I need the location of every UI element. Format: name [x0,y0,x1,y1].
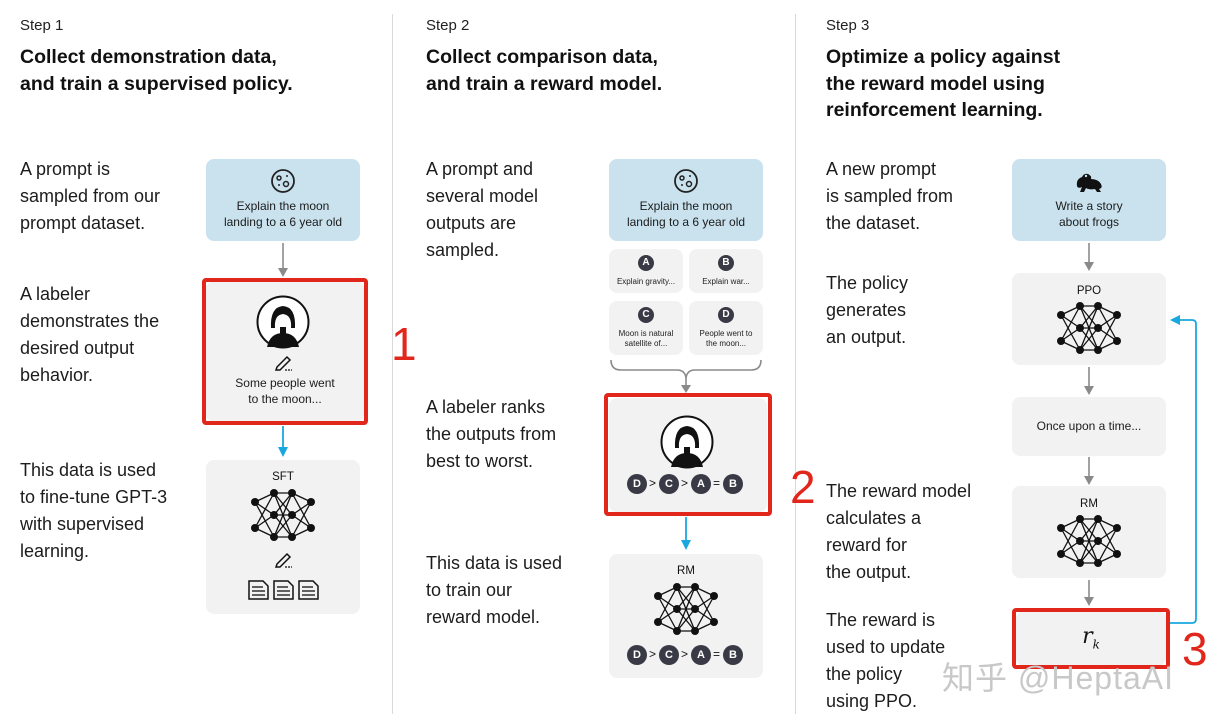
neural-network-icon [251,489,315,541]
moon-icon [271,169,295,193]
ppo-policy-box: PPO [1012,273,1166,365]
reward-symbol: rk [1082,624,1100,652]
watermark: 知乎 @HeptaAI [942,660,1175,696]
arrow-down-icon [1084,367,1094,395]
annotation-number: 1 [391,318,417,370]
pencil-icon [274,355,292,371]
step-label: Step 1 [20,17,64,34]
output-letter-badge: D [718,307,734,323]
moon-icon [674,169,698,193]
output-card-a: A Explain gravity... [609,249,683,293]
highlight-box [604,393,772,516]
output-letter-badge: A [638,255,654,271]
step-title: Collect comparison data, and train a rew… [426,46,663,95]
labeler-box: D > C > A = B [609,398,767,512]
model-label: SFT [272,471,294,483]
rm-model-box: RM D > C > A = B [609,554,763,678]
highlight-box [202,278,368,425]
pencil-icon [274,552,292,568]
step-label: Step 3 [826,17,870,34]
sft-model-box: SFT [206,460,360,614]
reward-box: rk [1016,611,1166,666]
neural-network-icon [1057,515,1121,567]
neural-network-icon [654,583,718,635]
model-label: PPO [1076,285,1102,297]
arrow-down-icon [278,426,288,457]
neural-network-icon [1057,302,1121,354]
column-divider [795,14,796,714]
arrow-down-icon [1084,457,1094,485]
generated-output-box: Once upon a time... [1012,397,1166,456]
documents-icon [248,580,319,600]
model-label: RM [677,565,695,577]
ranking-row: D > C > A = B [627,474,757,494]
labeler-avatar-icon [660,415,714,469]
output-card-b: B Explain war... [689,249,763,293]
arrow-down-icon [1084,243,1094,271]
step-title: Collect demonstration data, and train a … [20,46,293,95]
step-title: Optimize a policy against the reward mod… [826,46,1061,121]
output-letter-badge: B [718,255,734,271]
frog-icon [1076,173,1102,192]
rm-model-box: RM [1012,486,1166,578]
annotation-number: 2 [790,461,816,513]
step-label: Step 2 [426,17,470,34]
arrow-down-icon [1084,580,1094,606]
column-divider [392,14,393,714]
ranking-row: D > C > A = B [627,645,757,665]
model-label: RM [1080,498,1098,510]
labeler-avatar-icon [256,295,310,349]
arrow-down-icon [278,243,288,277]
feedback-arrow-icon [1170,315,1197,624]
merge-brace-icon [610,359,762,393]
arrow-down-icon [681,517,691,550]
output-letter-badge: C [638,307,654,323]
highlight-box [1012,608,1170,669]
annotation-number: 3 [1182,623,1208,675]
